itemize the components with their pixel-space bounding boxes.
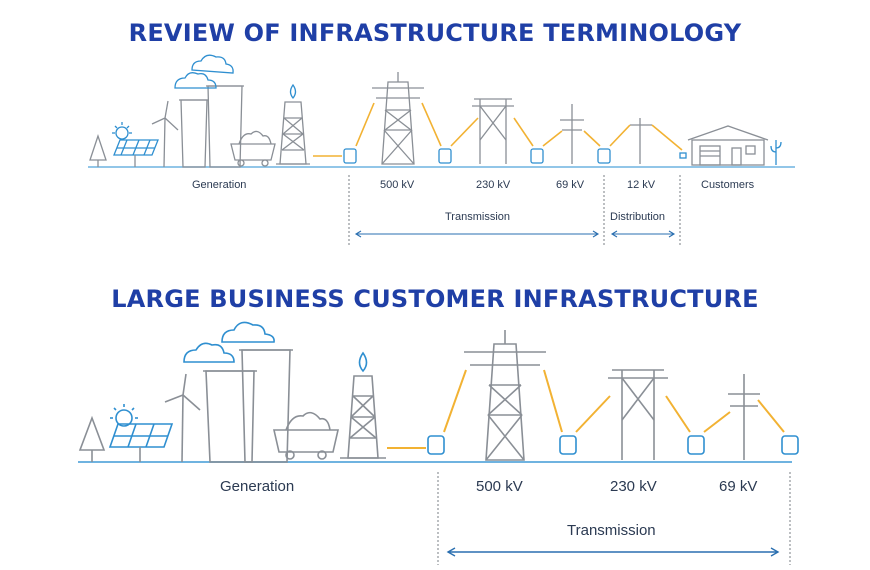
label-generation: Generation (192, 179, 247, 191)
label-500kv: 500 kV (476, 478, 523, 495)
solar-panel-icon (113, 139, 159, 167)
cactus-icon (770, 140, 782, 165)
sun-icon (110, 404, 138, 427)
house-icon (679, 125, 769, 166)
substation-icon (427, 435, 799, 455)
cloud-icon (183, 321, 275, 363)
tree-icon (89, 133, 107, 167)
label-69kv: 69 kV (556, 179, 585, 191)
power-lines (387, 369, 785, 449)
transmission-arrow (354, 230, 600, 238)
coal-cart-icon (230, 130, 276, 167)
tower-500kv-icon (464, 330, 546, 461)
power-lines (313, 102, 683, 157)
label-transmission: Transmission (445, 211, 510, 223)
substation-icon (343, 148, 611, 164)
label-500kv: 500 kV (380, 179, 415, 191)
cloud-icon (174, 54, 234, 89)
wind-turbine-icon (151, 100, 179, 168)
sun-icon (112, 122, 132, 140)
distribution-arrow (610, 230, 676, 238)
label-distribution: Distribution (610, 211, 666, 223)
transmission-arrow (446, 547, 780, 557)
tower-500kv-icon (372, 72, 424, 165)
label-230kv: 230 kV (610, 478, 657, 495)
tower-230kv-icon (608, 369, 668, 460)
pole-12kv-icon (630, 118, 652, 164)
label-230kv: 230 kV (476, 179, 511, 191)
gas-tower-icon (276, 83, 310, 165)
tree-icon (78, 415, 106, 462)
pole-69kv-icon (560, 104, 584, 164)
solar-panel-icon (108, 423, 174, 462)
tower-230kv-icon (472, 98, 514, 164)
wind-turbine-icon (164, 373, 201, 463)
coal-cart-icon (272, 411, 340, 460)
label-69kv: 69 kV (719, 478, 758, 495)
pole-69kv-icon (728, 374, 760, 460)
page-title: REVIEW OF INFRASTRUCTURE TERMINOLOGY (128, 19, 742, 47)
section-title: LARGE BUSINESS CUSTOMER INFRASTRUCTURE (111, 285, 759, 313)
label-transmission: Transmission (567, 522, 656, 539)
label-generation: Generation (220, 478, 295, 495)
label-customers: Customers (701, 179, 755, 191)
gas-tower-icon (340, 351, 386, 459)
power-plant-icon (203, 349, 293, 463)
power-plant-icon (179, 85, 244, 168)
label-12kv: 12 kV (627, 179, 656, 191)
